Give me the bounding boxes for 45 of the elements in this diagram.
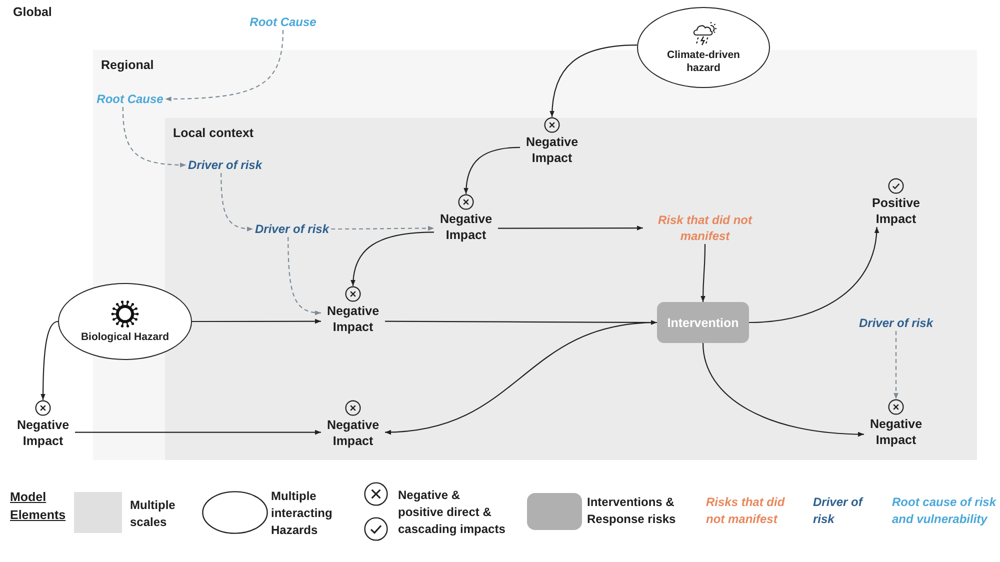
- impact-label: Negative Impact: [326, 303, 380, 335]
- band-heading: Local context: [173, 125, 254, 141]
- impact-label: Negative Impact: [524, 134, 580, 166]
- arrow: [700, 244, 706, 302]
- legend-heading: Model Elements: [10, 489, 67, 524]
- arrow: [385, 320, 657, 325]
- legend-label: Multiple interacting Hazards: [271, 488, 334, 539]
- driver-label: Driver of risk: [856, 315, 936, 331]
- arrow: [550, 44, 638, 118]
- risk-label: Risk that did not manifest: [643, 212, 767, 244]
- dashed-arrow: [165, 30, 284, 102]
- arrow: [192, 318, 321, 324]
- intervention-box: Intervention: [657, 302, 749, 343]
- impact-label: Negative Impact: [438, 211, 494, 243]
- dashed-arrow: [331, 226, 434, 231]
- arrow: [498, 226, 643, 230]
- impact-label: Negative Impact: [16, 417, 70, 449]
- arrow: [748, 226, 879, 324]
- root-cause-label: Root Cause: [94, 91, 166, 107]
- arrow: [75, 430, 321, 435]
- legend-label: Driver of risk: [813, 494, 864, 528]
- band-heading: Regional: [101, 57, 154, 73]
- impact-label: Negative Impact: [326, 417, 380, 449]
- driver-label: Driver of risk: [252, 221, 332, 237]
- legend-label: Negative & positive direct & cascading impacts: [398, 487, 506, 538]
- legend-label: Multiple scales: [130, 497, 176, 531]
- arrow: [350, 232, 434, 286]
- arrow: [702, 342, 864, 436]
- arrow: [464, 146, 520, 194]
- legend-label: Root cause of risk and vulnerability: [892, 494, 998, 528]
- impact-label: Positive Impact: [871, 195, 921, 227]
- driver-label: Driver of risk: [186, 157, 264, 173]
- arrow: [40, 320, 58, 400]
- scale-heading: Global: [13, 4, 53, 21]
- arrow: [384, 322, 658, 434]
- impact-label: Negative Impact: [868, 416, 924, 448]
- legend-label: Interventions & Response risks: [587, 494, 677, 528]
- dashed-arrow: [288, 237, 322, 315]
- root-cause-label: Root Cause: [248, 14, 318, 30]
- dashed-arrow: [122, 106, 186, 168]
- hazard-label: Climate-driven hazard: [666, 49, 741, 74]
- hazard-label: Biological Hazard: [80, 330, 170, 344]
- dashed-arrow: [894, 331, 898, 399]
- legend-label: Risks that did not manifest: [706, 494, 786, 528]
- dashed-arrow: [220, 173, 254, 232]
